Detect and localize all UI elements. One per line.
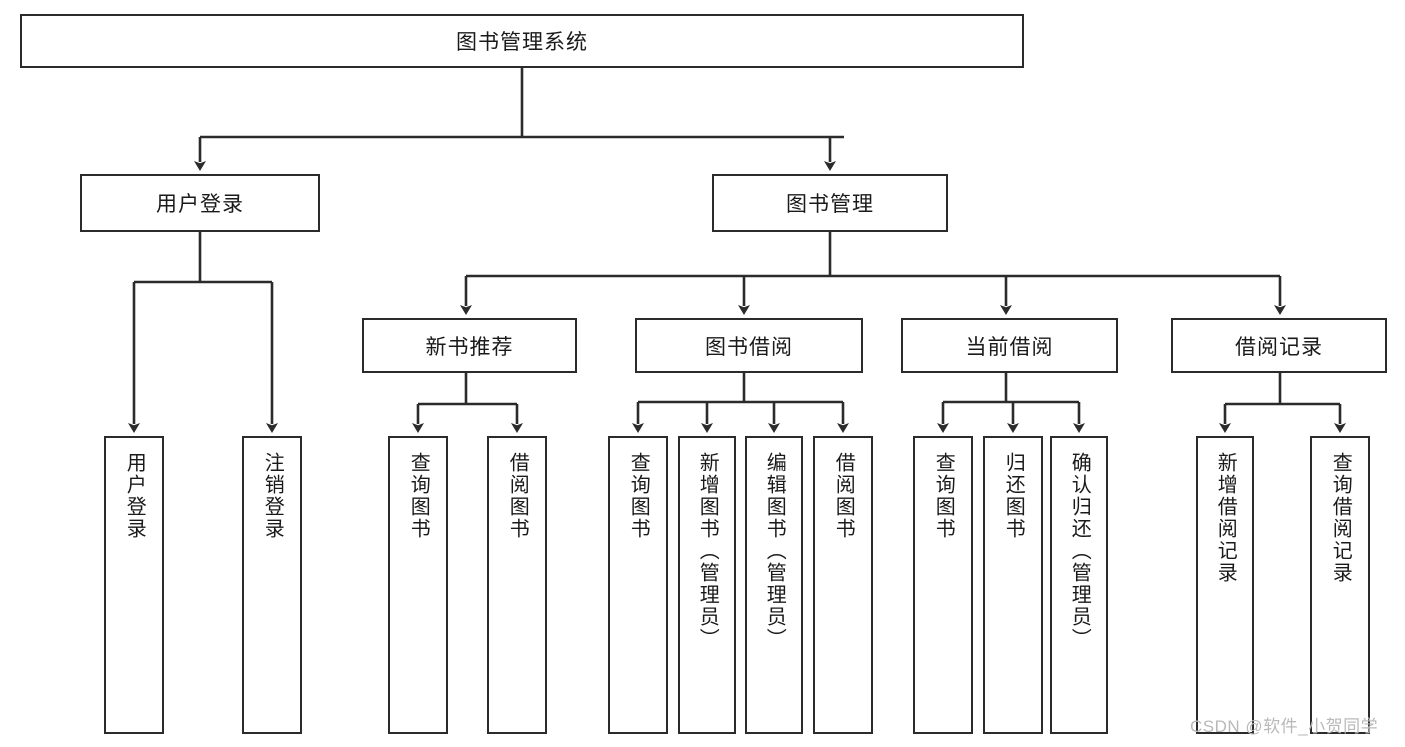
node-label: 图书管理系统 [456, 31, 588, 54]
leaf-borrow-book[interactable]: 借阅图书 [813, 436, 873, 734]
node-label: 归还图书 [1002, 452, 1025, 540]
node-label: 当前借阅 [965, 335, 1054, 359]
node-root-system[interactable]: 图书管理系统 [20, 14, 1024, 68]
node-book-borrow[interactable]: 图书借阅 [635, 318, 863, 373]
node-user-login[interactable]: 用户登录 [80, 174, 320, 232]
csdn-watermark: CSDN @软件_小贺同学 [1190, 717, 1379, 736]
node-label: 编辑图书（管理员） [763, 452, 786, 650]
leaf-confirm-return-admin[interactable]: 确认归还（管理员） [1050, 436, 1108, 734]
leaf-borrow-book-recommend[interactable]: 借阅图书 [487, 436, 547, 734]
node-label: 注销登录 [261, 452, 284, 540]
leaf-query-borrow-record[interactable]: 查询借阅记录 [1310, 436, 1370, 734]
node-label: 查询图书 [627, 452, 650, 540]
leaf-edit-book-admin[interactable]: 编辑图书（管理员） [745, 436, 803, 734]
node-label: 查询借阅记录 [1329, 452, 1352, 584]
node-label: 图书借阅 [705, 335, 793, 359]
node-label: 新增借阅记录 [1214, 452, 1237, 584]
leaf-query-book-recommend[interactable]: 查询图书 [388, 436, 448, 734]
leaf-user-login[interactable]: 用户登录 [104, 436, 164, 734]
node-label: 借阅记录 [1235, 335, 1323, 359]
node-new-book-recommend[interactable]: 新书推荐 [362, 318, 577, 373]
node-borrow-record[interactable]: 借阅记录 [1171, 318, 1387, 373]
leaf-query-book-current[interactable]: 查询图书 [913, 436, 973, 734]
leaf-add-borrow-record[interactable]: 新增借阅记录 [1196, 436, 1254, 734]
node-label: 查询图书 [932, 452, 955, 540]
leaf-return-book[interactable]: 归还图书 [983, 436, 1043, 734]
node-label: 图书管理 [786, 193, 874, 216]
node-book-manage[interactable]: 图书管理 [712, 174, 948, 232]
node-label: 新书推荐 [425, 335, 514, 359]
node-current-borrow[interactable]: 当前借阅 [901, 318, 1118, 373]
node-label: 新增图书（管理员） [696, 452, 719, 650]
node-label: 查询图书 [407, 452, 430, 540]
node-label: 用户登录 [123, 452, 146, 540]
node-label: 借阅图书 [506, 452, 529, 540]
node-label: 借阅图书 [832, 452, 855, 540]
leaf-logout[interactable]: 注销登录 [242, 436, 302, 734]
node-label: 用户登录 [156, 193, 244, 216]
leaf-query-book-borrow[interactable]: 查询图书 [608, 436, 668, 734]
leaf-add-book-admin[interactable]: 新增图书（管理员） [678, 436, 736, 734]
node-label: 确认归还（管理员） [1068, 452, 1091, 650]
